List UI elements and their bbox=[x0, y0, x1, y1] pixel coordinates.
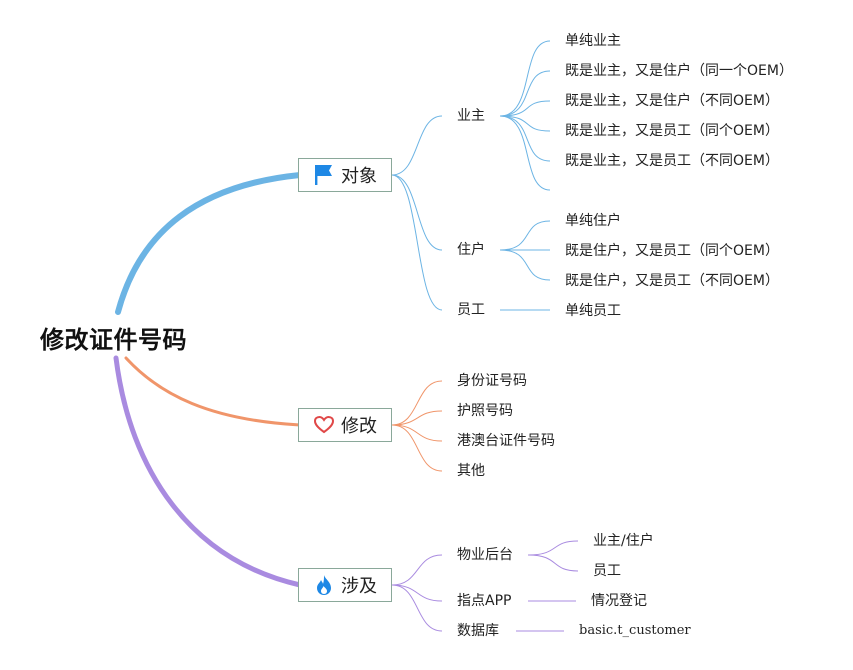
heart-icon bbox=[313, 414, 335, 436]
leaf-topic[interactable]: 港澳台证件号码 bbox=[457, 433, 555, 449]
branch-object-label: 对象 bbox=[341, 166, 377, 187]
leaf-topic[interactable]: 身份证号码 bbox=[457, 373, 527, 389]
leaf-topic[interactable]: 单纯住户 bbox=[565, 213, 621, 229]
branch-line-modify bbox=[124, 356, 302, 427]
branch-line-object bbox=[115, 172, 303, 315]
flag-icon bbox=[313, 164, 335, 186]
subtopic-resident[interactable]: 住户 bbox=[457, 242, 485, 258]
leaf-topic[interactable]: 其他 bbox=[457, 463, 485, 479]
leaf-topic[interactable]: 既是业主，又是员工（不同OEM） bbox=[565, 153, 779, 169]
branch-involve[interactable]: 涉及 bbox=[298, 568, 392, 602]
leaf-topic[interactable]: basic.t_customer bbox=[579, 623, 691, 638]
subtopic-owner[interactable]: 业主 bbox=[457, 108, 485, 124]
involve-subgroup-lines bbox=[391, 540, 579, 632]
leaf-topic[interactable]: 既是业主，又是员工（同个OEM） bbox=[565, 123, 779, 139]
object-subgroup-lines bbox=[391, 40, 551, 311]
fire-icon bbox=[313, 574, 335, 596]
leaf-topic[interactable]: 既是业主，又是住户（同一个OEM） bbox=[565, 63, 793, 79]
leaf-topic[interactable]: 单纯业主 bbox=[565, 33, 621, 49]
subtopic-database[interactable]: 数据库 bbox=[457, 623, 499, 639]
leaf-topic[interactable]: 护照号码 bbox=[457, 403, 513, 419]
subtopic-staff[interactable]: 员工 bbox=[457, 302, 485, 318]
modify-item-lines bbox=[391, 380, 443, 472]
leaf-topic[interactable]: 既是住户，又是员工（同个OEM） bbox=[565, 243, 779, 259]
root-topic[interactable]: 修改证件号码 bbox=[40, 326, 187, 354]
leaf-topic[interactable]: 既是业主，又是住户（不同OEM） bbox=[565, 93, 779, 109]
branch-modify-label: 修改 bbox=[341, 416, 377, 437]
branch-involve-label: 涉及 bbox=[341, 576, 377, 597]
leaf-topic[interactable]: 既是住户，又是员工（不同OEM） bbox=[565, 273, 779, 289]
leaf-topic[interactable]: 业主/住户 bbox=[593, 533, 654, 549]
leaf-topic[interactable]: 单纯员工 bbox=[565, 303, 621, 319]
subtopic-app[interactable]: 指点APP bbox=[457, 593, 512, 609]
leaf-topic[interactable]: 员工 bbox=[593, 563, 621, 579]
subtopic-backend[interactable]: 物业后台 bbox=[457, 547, 513, 563]
branch-object[interactable]: 对象 bbox=[298, 158, 392, 192]
branch-line-involve bbox=[113, 355, 303, 588]
branch-modify[interactable]: 修改 bbox=[298, 408, 392, 442]
leaf-topic[interactable]: 情况登记 bbox=[591, 593, 647, 609]
